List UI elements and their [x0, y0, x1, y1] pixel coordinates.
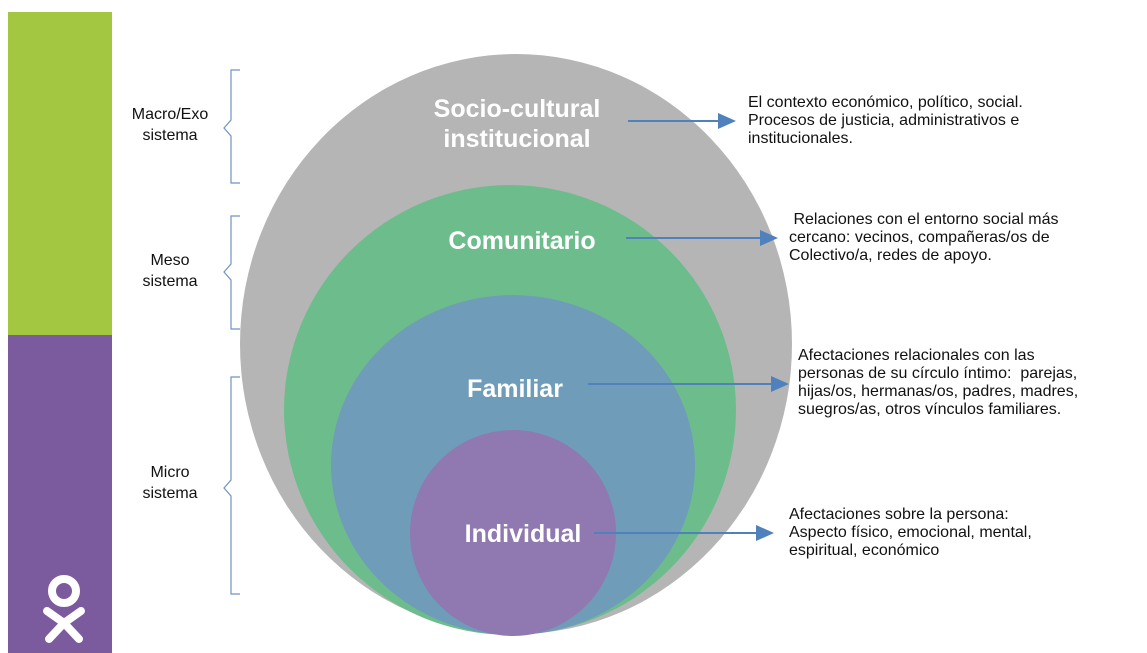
system-label-micro: Micro sistema [142, 464, 198, 502]
description-familiar: Afectaciones relacionales con las person… [798, 347, 1079, 418]
system-label-meso: Meso sistema [142, 252, 198, 290]
description-socio: El contexto económico, político, social.… [748, 94, 1023, 147]
sidebar-green-bar [8, 12, 112, 335]
layer-individual [410, 430, 616, 636]
layer-label-comunitario: Comunitario [448, 227, 595, 255]
description-comunitario: Relaciones con el entorno social más cer… [789, 211, 1059, 264]
bracket-micro [223, 376, 240, 595]
bracket-macro [223, 69, 240, 184]
oxfam-logo-icon [43, 575, 85, 643]
system-label-macro: Macro/Exo sistema [131, 106, 209, 144]
description-individual: Afectaciones sobre la persona: Aspecto f… [789, 506, 1032, 559]
layer-label-socio-line1: Socio-cultural [434, 95, 601, 123]
layer-label-familiar: Familiar [467, 375, 563, 403]
layer-label-individual: Individual [465, 520, 582, 548]
layer-label-socio-line2: institucional [443, 125, 590, 153]
bracket-meso [223, 215, 240, 330]
